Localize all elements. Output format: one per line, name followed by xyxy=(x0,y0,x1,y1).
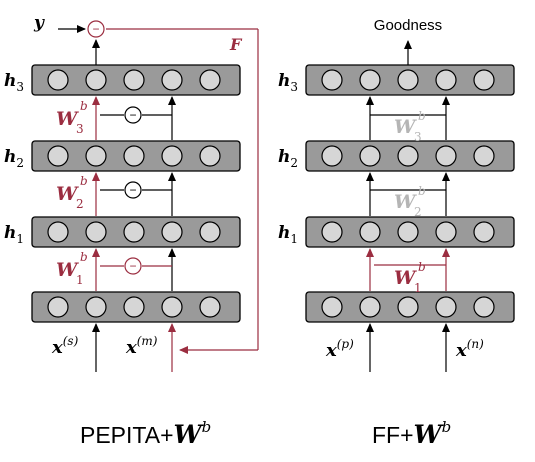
svg-text:b: b xyxy=(80,250,88,264)
ff-neurons-input xyxy=(321,296,495,318)
ff-input-label-n: x(n) xyxy=(455,337,484,361)
svg-text:W: W xyxy=(394,116,417,138)
pepita-caption: PEPITA+Wb xyxy=(80,418,211,449)
target-label: y xyxy=(33,13,45,33)
ff-h1-to-h2 xyxy=(366,172,450,216)
goodness-label: Goodness xyxy=(374,17,442,34)
ff-neurons-h3 xyxy=(321,69,495,91)
svg-text:−: − xyxy=(129,259,136,273)
svg-text:1: 1 xyxy=(76,273,84,287)
svg-text:W: W xyxy=(56,259,79,281)
ff-layer-label-h1: h1 xyxy=(278,223,298,246)
neurons-input xyxy=(47,296,221,318)
ff-neurons-h1 xyxy=(321,221,495,243)
ff-input-label-p: x(p) xyxy=(325,337,354,361)
neurons-h3 xyxy=(47,69,221,91)
weight-label-w1: W 1 b xyxy=(56,250,88,287)
ff-neurons-h2 xyxy=(321,145,495,167)
ff-caption: FF+Wb xyxy=(372,418,451,449)
svg-text:2: 2 xyxy=(76,197,84,211)
svg-text:b: b xyxy=(418,109,426,123)
svg-text:−: − xyxy=(129,108,136,122)
input-label-m: x(m) xyxy=(125,334,158,358)
svg-text:2: 2 xyxy=(414,205,422,219)
ff-layer-label-h3: h3 xyxy=(278,71,298,94)
ff-h2-to-h3 xyxy=(366,96,450,140)
svg-text:W: W xyxy=(394,267,417,289)
svg-text:b: b xyxy=(418,260,426,274)
ff-weight-label-w3: W 3 b xyxy=(394,109,426,144)
layer-label-h3: h3 xyxy=(4,71,24,94)
ff-input-to-h1 xyxy=(366,248,450,291)
svg-text:−: − xyxy=(129,183,136,197)
svg-text:W: W xyxy=(56,108,79,130)
svg-text:b: b xyxy=(418,184,426,198)
feedback-path xyxy=(106,28,259,354)
svg-text:b: b xyxy=(80,99,88,113)
layer-label-h2: h2 xyxy=(4,147,24,170)
pepita-panel: F y − xyxy=(4,13,259,449)
error-node: − xyxy=(87,20,105,38)
svg-text:W: W xyxy=(56,183,79,205)
ff-weight-label-w1: W 1 b xyxy=(394,260,426,295)
weight-label-w2: W 2 b xyxy=(56,174,88,211)
feedback-label: F xyxy=(229,35,243,54)
ff-panel: Goodness xyxy=(278,17,515,449)
neurons-h2 xyxy=(47,145,221,167)
svg-text:−: − xyxy=(92,22,99,36)
ff-weight-label-w2: W 2 b xyxy=(394,184,426,219)
ff-layer-label-h2: h2 xyxy=(278,147,298,170)
subtract-node-2: − xyxy=(100,181,172,199)
subtract-node-1: − xyxy=(100,257,172,275)
weight-label-w3: W 3 b xyxy=(56,99,88,136)
svg-text:W: W xyxy=(394,191,417,213)
neurons-h1 xyxy=(47,221,221,243)
svg-text:3: 3 xyxy=(76,122,84,136)
svg-text:3: 3 xyxy=(414,130,422,144)
svg-text:b: b xyxy=(80,174,88,188)
layer-label-h1: h1 xyxy=(4,223,24,246)
svg-text:1: 1 xyxy=(414,281,422,295)
subtract-node-3: − xyxy=(100,106,172,124)
input-label-s: x(s) xyxy=(51,334,79,358)
